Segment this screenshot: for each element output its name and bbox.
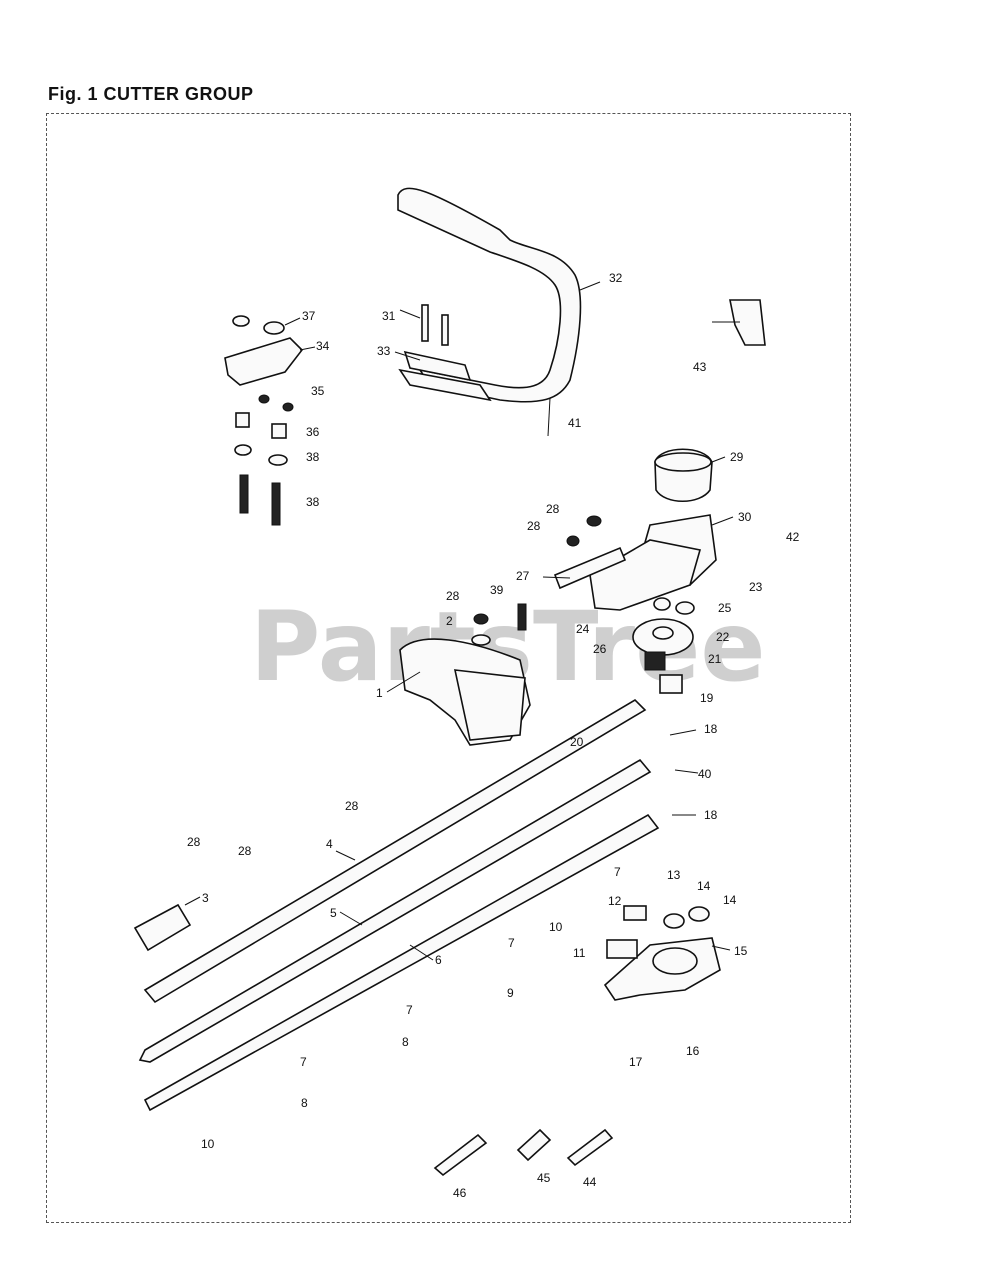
callout-label: 23 (749, 580, 763, 594)
callout-label: 42 (786, 530, 800, 544)
callout-label: 39 (490, 583, 504, 597)
callout-label: 28 (238, 844, 252, 858)
callout-label: 11 (573, 946, 586, 960)
callout-label: 18 (704, 808, 718, 822)
screw-icon (517, 603, 527, 631)
tools-part (433, 1128, 614, 1177)
callout-label: 38 (306, 495, 320, 509)
callout-label: 19 (700, 691, 714, 705)
callout-label: 2 (446, 614, 453, 628)
nut-icon (473, 613, 489, 625)
callout-label: 31 (382, 309, 396, 323)
callout-label: 45 (537, 1171, 551, 1185)
callout-label: 28 (527, 519, 541, 533)
callout-label: 26 (593, 642, 607, 656)
gear-part (632, 597, 695, 694)
callout-label: 22 (716, 630, 730, 644)
bracket-assembly-part (224, 315, 304, 526)
callout-label: 46 (453, 1186, 467, 1200)
callout-label: 37 (302, 309, 316, 323)
callout-label: 40 (698, 767, 712, 781)
washer-icon (471, 634, 491, 646)
callout-label: 43 (693, 360, 707, 374)
leader-lines (184, 281, 734, 961)
callout-label: 14 (723, 893, 737, 907)
callout-label: 4 (326, 837, 333, 851)
callout-labels: 1 2 3 4 5 6 7 7 7 7 8 8 9 10 10 11 12 13… (187, 271, 800, 1200)
callout-label: 13 (667, 868, 681, 882)
callout-label: 10 (201, 1137, 215, 1151)
figure-title: Fig. 1 CUTTER GROUP (48, 84, 254, 104)
callout-label: 21 (708, 652, 722, 666)
callout-label: 7 (508, 936, 515, 950)
callout-label: 7 (614, 865, 621, 879)
blade-assembly-part (133, 698, 660, 1112)
callout-label: 5 (330, 906, 337, 920)
callout-label: 17 (629, 1055, 643, 1069)
gearbox-part (553, 448, 717, 611)
callout-label: 12 (608, 894, 622, 908)
callout-label: 18 (704, 722, 718, 736)
callout-label: 33 (377, 344, 391, 358)
callout-label: 9 (507, 986, 514, 1000)
switch-part (712, 299, 766, 346)
callout-label: 28 (446, 589, 460, 603)
callout-label: 1 (376, 686, 383, 700)
diagram-frame (46, 113, 851, 1223)
front-handle-part (399, 638, 531, 746)
callout-label: 24 (576, 622, 590, 636)
handle-clamp-part (403, 304, 472, 382)
callout-label: 30 (738, 510, 752, 524)
callout-label: 28 (345, 799, 359, 813)
callout-label: 8 (402, 1035, 409, 1049)
callout-label: 10 (549, 920, 563, 934)
callout-label: 3 (202, 891, 209, 905)
callout-label: 15 (734, 944, 748, 958)
callout-label: 36 (306, 425, 320, 439)
callout-label: 27 (516, 569, 530, 583)
callout-label: 7 (300, 1055, 307, 1069)
callout-label: 35 (311, 384, 325, 398)
callout-label: 32 (609, 271, 623, 285)
callout-label: 25 (718, 601, 732, 615)
callout-label: 38 (306, 450, 320, 464)
lower-gearcase-part (603, 905, 721, 1001)
callout-label: 20 (570, 735, 584, 749)
callout-label: 14 (697, 879, 711, 893)
callout-label: 8 (301, 1096, 308, 1110)
callout-label: 28 (187, 835, 201, 849)
callout-label: 16 (686, 1044, 700, 1058)
handle-bar-part (397, 187, 582, 437)
callout-label: 28 (546, 502, 560, 516)
callout-label: 29 (730, 450, 744, 464)
callout-label: 41 (568, 416, 582, 430)
callout-label: 6 (435, 953, 442, 967)
callout-label: 34 (316, 339, 330, 353)
callout-label: 7 (406, 1003, 413, 1017)
callout-label: 44 (583, 1175, 597, 1189)
